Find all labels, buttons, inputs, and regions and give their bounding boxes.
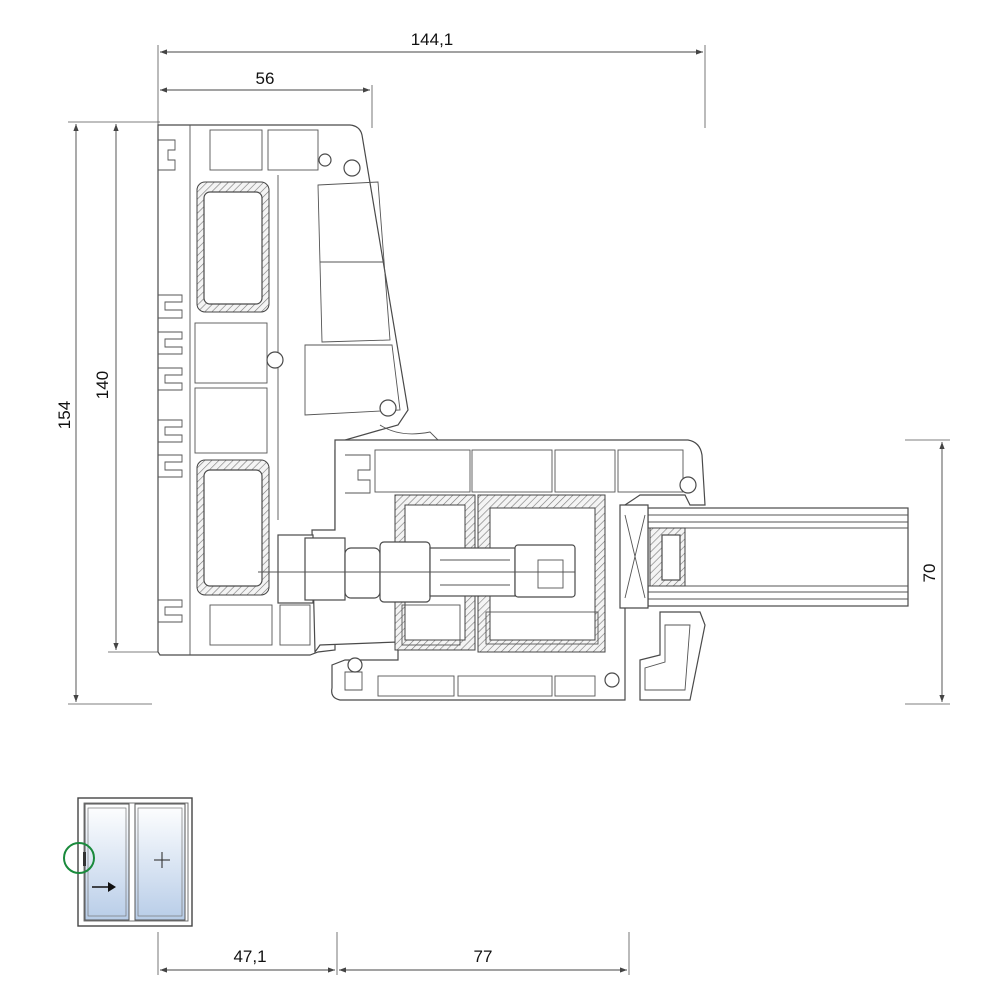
dimension-overall-height: 154 (55, 121, 160, 705)
frame-width-label: 56 (256, 69, 275, 88)
offset-right-label: 77 (474, 947, 493, 966)
frame-height-label: 140 (93, 371, 112, 399)
plus-icon (154, 852, 170, 868)
offset-left-label: 47,1 (233, 947, 266, 966)
glazing-unit (619, 504, 909, 701)
handle-marker-circle (63, 842, 95, 874)
overall-width-label: 144,1 (411, 30, 454, 49)
dimension-frame-width: 56 (160, 69, 373, 128)
dimension-offset-left: 47,1 (157, 932, 338, 975)
sash-profile (258, 439, 706, 701)
sliding-window-legend-icon (63, 797, 193, 927)
dimension-frame-height: 140 (93, 124, 160, 653)
dimension-glazing-thickness: 70 (905, 439, 950, 705)
arrow-right-icon (92, 882, 116, 892)
left-sash-pane (84, 803, 130, 921)
dimension-overall-width: 144,1 (157, 30, 706, 128)
outer-frame-profile (157, 124, 439, 656)
dimension-offset-right: 77 (339, 932, 630, 975)
overall-height-label: 154 (55, 401, 74, 429)
right-sash-pane (134, 803, 186, 921)
glazing-thickness-label: 70 (920, 564, 939, 583)
